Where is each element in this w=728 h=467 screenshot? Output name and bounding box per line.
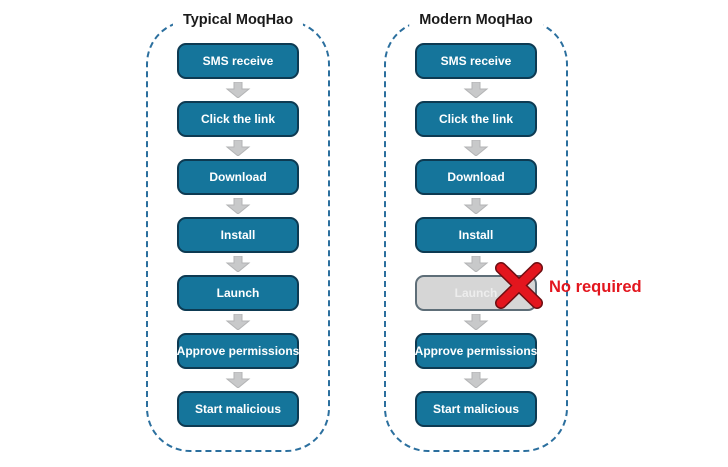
- steps-modern: SMS receive Click the link Download Inst…: [386, 22, 566, 427]
- flow-title-typical: Typical MoqHao: [172, 10, 304, 30]
- arrow-down-icon: [463, 79, 489, 101]
- step-start-malicious: Start malicious: [415, 391, 537, 427]
- step-download: Download: [415, 159, 537, 195]
- flow-title-modern: Modern MoqHao: [409, 10, 543, 30]
- flow-modern-moqhao: Modern MoqHao SMS receive Click the link…: [384, 10, 568, 452]
- step-install: Install: [415, 217, 537, 253]
- step-approve-permissions: Approve permissions: [177, 333, 299, 369]
- step-sms-receive: SMS receive: [177, 43, 299, 79]
- step-click-the-link: Click the link: [177, 101, 299, 137]
- step-approve-permissions: Approve permissions: [415, 333, 537, 369]
- arrow-down-icon: [463, 253, 489, 275]
- arrow-down-icon: [463, 311, 489, 333]
- step-install: Install: [177, 217, 299, 253]
- steps-typical: SMS receive Click the link Download Inst…: [148, 22, 328, 427]
- arrow-down-icon: [463, 195, 489, 217]
- arrow-down-icon: [463, 369, 489, 391]
- arrow-down-icon: [225, 311, 251, 333]
- arrow-down-icon: [225, 195, 251, 217]
- step-launch-skipped: Launch: [415, 262, 543, 311]
- step-sms-receive: SMS receive: [415, 43, 537, 79]
- flow-typical-moqhao: Typical MoqHao SMS receive Click the lin…: [146, 10, 330, 452]
- arrow-down-icon: [225, 79, 251, 101]
- arrow-down-icon: [225, 253, 251, 275]
- arrow-down-icon: [463, 137, 489, 159]
- arrow-down-icon: [225, 369, 251, 391]
- no-required-label: No required: [549, 278, 642, 296]
- step-download: Download: [177, 159, 299, 195]
- step-click-the-link: Click the link: [415, 101, 537, 137]
- step-start-malicious: Start malicious: [177, 391, 299, 427]
- cross-icon: [495, 262, 543, 309]
- step-launch-label: Launch: [454, 286, 498, 300]
- arrow-down-icon: [225, 137, 251, 159]
- step-launch: Launch: [177, 275, 299, 311]
